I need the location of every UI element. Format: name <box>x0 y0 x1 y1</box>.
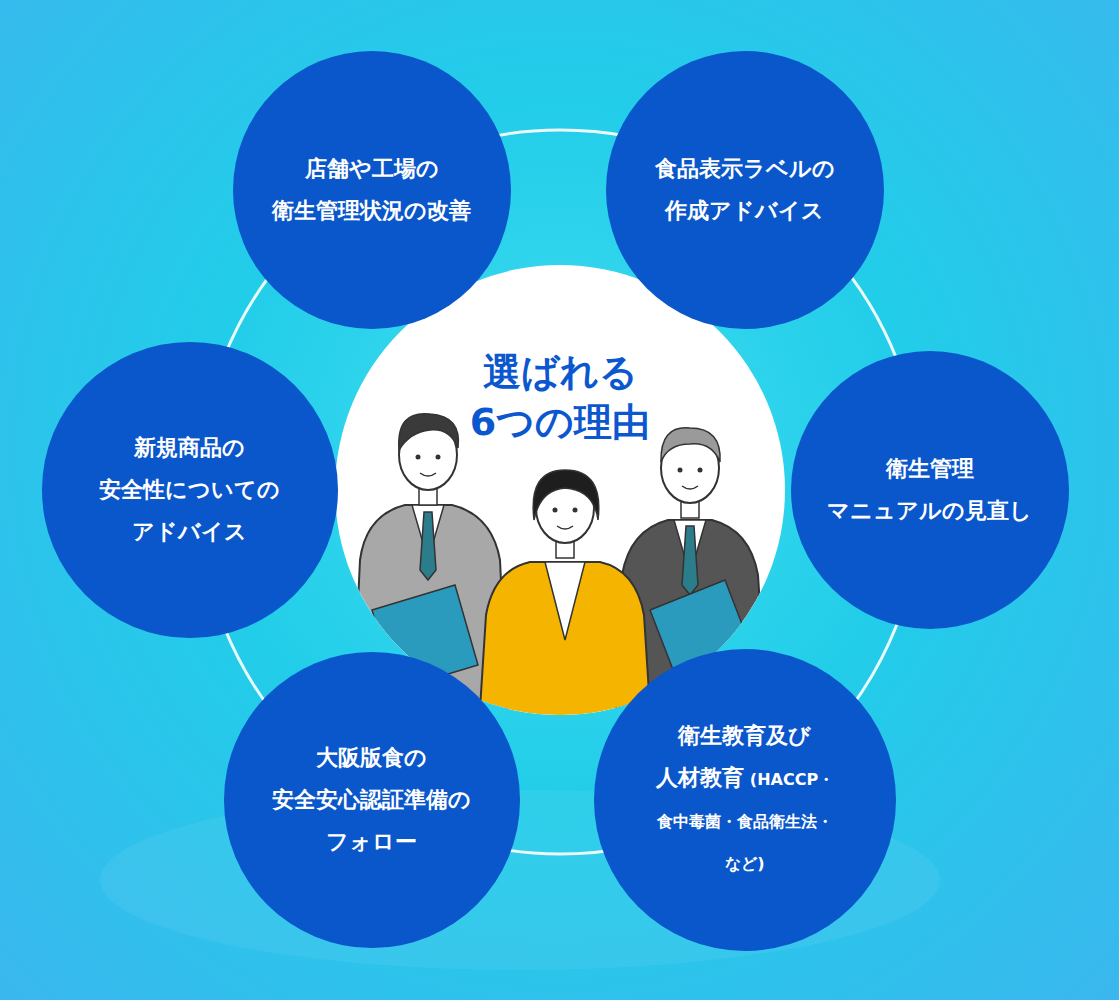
reason-text: 食品表示ラベルの 作成アドバイス <box>655 156 835 223</box>
people-illustration <box>335 265 785 715</box>
text-box: 新規商品の 安全性についての アドバイス <box>72 427 308 553</box>
reason-circle: 衛生教育及び 人材教育(HACCP・ 食中毒菌・食品衛生法・ など) <box>594 649 896 951</box>
reason-circle: 大阪版食の 安全安心認証準備の フォロー <box>224 652 520 948</box>
reason-text: 店舗や工場の 衛生管理状況の改善 <box>272 156 471 223</box>
reason-circle: 食品表示ラベルの 作成アドバイス <box>606 51 885 330</box>
reason-text: 新規商品の 安全性についての アドバイス <box>99 435 280 544</box>
person-figure <box>478 470 652 715</box>
text-box: 衛生管理 マニュアルの見直し <box>812 448 1048 532</box>
reason-circle: 新規商品の 安全性についての アドバイス <box>42 342 338 638</box>
text-box: 衛生教育及び 人材教育(HACCP・ 食中毒菌・食品衛生法・ など) <box>637 715 852 885</box>
title-circle: 選ばれる 6つの理由 <box>335 265 785 715</box>
text-box: 食品表示ラベルの 作成アドバイス <box>627 148 863 232</box>
reason-circle: 店舗や工場の 衛生管理状況の改善 <box>233 51 512 330</box>
text-box: 大阪版食の 安全安心認証準備の フォロー <box>254 737 490 863</box>
text-box: 店舗や工場の 衛生管理状況の改善 <box>254 148 490 232</box>
heading-text: 選ばれる 6つの理由 <box>430 347 690 447</box>
reason-text: 大阪版食の 安全安心認証準備の フォロー <box>272 745 471 854</box>
reason-text: 衛生管理 マニュアルの見直し <box>827 456 1032 523</box>
reason-circle: 衛生管理 マニュアルの見直し <box>791 351 1070 630</box>
text-box: 選ばれる 6つの理由 <box>430 347 690 447</box>
